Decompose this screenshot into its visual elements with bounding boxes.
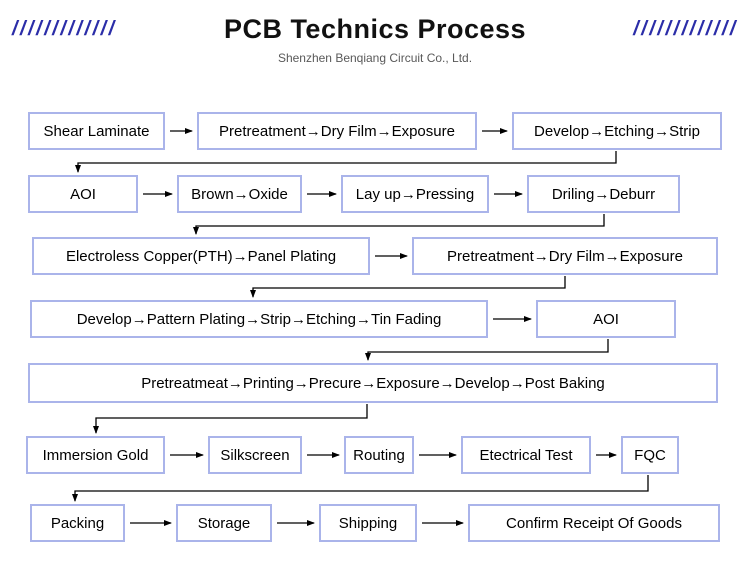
- flow-box-storage: Storage: [176, 504, 272, 542]
- flow-box-routing: Routing: [344, 436, 414, 474]
- decorative-slashes-right: /////////////: [633, 18, 738, 40]
- flow-box-layup-pressing: Lay up→Pressing: [341, 175, 489, 213]
- flow-box-shipping: Shipping: [319, 504, 417, 542]
- flow-box-develop-etching-strip: Develop→Etching→Strip: [512, 112, 722, 150]
- decorative-slashes-left: /////////////: [12, 18, 117, 40]
- page-title: PCB Technics Process: [223, 14, 527, 44]
- flow-box-shear-laminate: Shear Laminate: [28, 112, 165, 150]
- elbow-r2-r3: [193, 214, 605, 235]
- flow-box-aoi-1: AOI: [28, 175, 138, 213]
- flow-box-silkscreen: Silkscreen: [208, 436, 302, 474]
- flow-box-packing: Packing: [30, 504, 125, 542]
- flow-box-immersion-gold: Immersion Gold: [26, 436, 165, 474]
- flow-box-fqc: FQC: [621, 436, 679, 474]
- flow-box-driling-deburr: Driling→Deburr: [527, 175, 680, 213]
- flow-box-confirm-receipt: Confirm Receipt Of Goods: [468, 504, 720, 542]
- header: ///////////// PCB Technics Process /////…: [0, 14, 750, 65]
- flow-box-electroless-copper-panel-plating: Electroless Copper(PTH)→Panel Plating: [32, 237, 370, 275]
- company-subtitle: Shenzhen Benqiang Circuit Co., Ltd.: [277, 51, 473, 65]
- flow-box-aoi-2: AOI: [536, 300, 676, 338]
- flow-box-develop-pattern-plating-chain: Develop→Pattern Plating→Strip→Etching→Ti…: [30, 300, 488, 338]
- flow-box-brown-oxide: Brown→Oxide: [177, 175, 302, 213]
- elbow-r6-r7: [72, 475, 649, 502]
- flow-box-electrical-test: Etectrical Test: [461, 436, 591, 474]
- flow-box-pretreat-dryfilm-expose-1: Pretreatment→Dry Film→Exposure: [197, 112, 477, 150]
- elbow-r5-r6: [93, 404, 368, 434]
- flow-box-soldermask-chain: Pretreatmeat→Printing→Precure→Exposure→D…: [28, 363, 718, 403]
- flow-box-pretreat-dryfilm-expose-2: Pretreatment→Dry Film→Exposure: [412, 237, 718, 275]
- elbow-r1-r2: [75, 151, 617, 173]
- elbow-r4-r5: [365, 339, 609, 361]
- elbow-r3-r4: [250, 276, 566, 298]
